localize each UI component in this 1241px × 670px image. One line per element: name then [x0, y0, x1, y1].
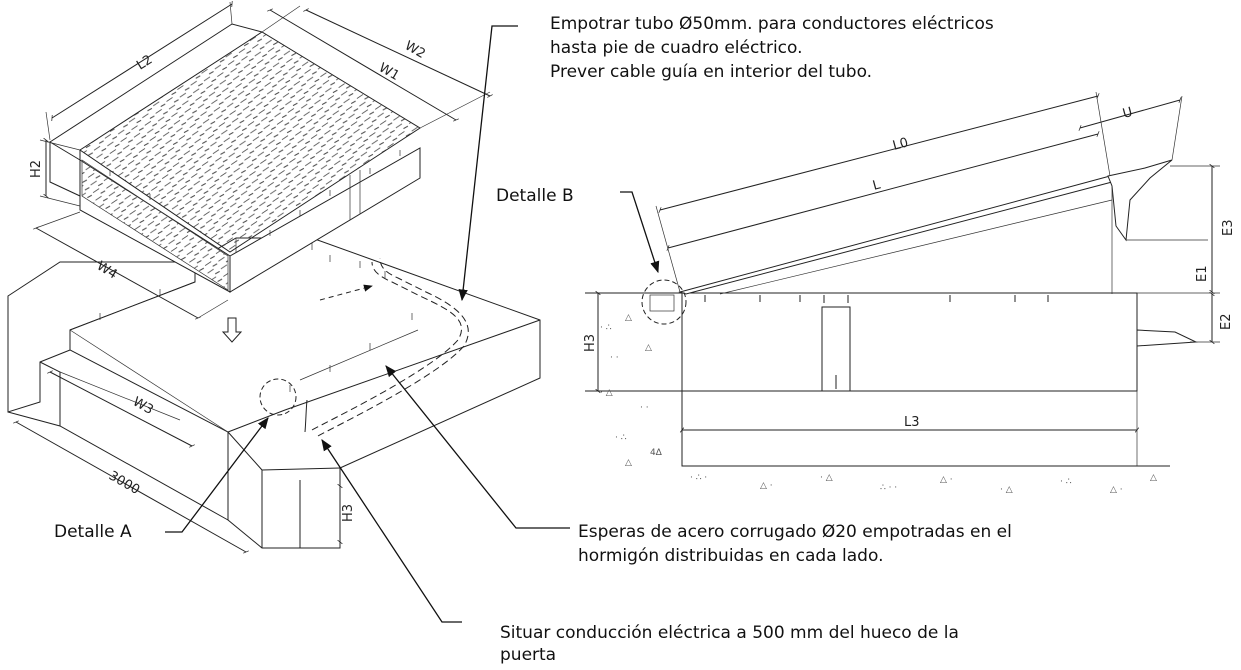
note-detalle-b: Detalle B [496, 186, 574, 206]
deck-section [678, 175, 1113, 295]
svg-text:△: △ [625, 458, 632, 468]
dim-3000: 3000 [106, 468, 142, 498]
section-dimension-labels: L0 L U E3 E1 E2 H3 L3 [583, 105, 1236, 430]
pit-section [681, 292, 1138, 392]
dim-H3-iso: H3 [341, 504, 356, 522]
pit-isometric [7, 237, 541, 549]
dim-W1: W1 [376, 60, 402, 84]
svg-text:· △: · △ [820, 473, 833, 483]
svg-text:· △: · △ [1000, 485, 1013, 495]
svg-text:· ∴: · ∴ [615, 433, 626, 443]
note-detalle-a: Detalle A [54, 522, 132, 542]
dim-E1: E1 [1195, 266, 1210, 283]
svg-text:· ∴: · ∴ [1060, 477, 1071, 487]
note-esperas: Esperas de acero corrugado Ø20 empotrada… [578, 522, 1012, 566]
svg-text:△ ·: △ · [1110, 485, 1123, 495]
svg-text:△: △ [645, 343, 652, 353]
note-conduccion: Situar conducción eléctrica a 500 mm del… [500, 623, 959, 665]
left-dimensions [13, 0, 493, 554]
svg-text:△: △ [625, 313, 632, 323]
svg-text:· ·: · · [610, 353, 619, 363]
dim-H3: H3 [583, 334, 598, 352]
dim-L2: L2 [134, 52, 155, 73]
svg-text:△ ·: △ · [940, 475, 953, 485]
dim-E3: E3 [1221, 220, 1236, 237]
svg-text:· ∴ ·: · ∴ · [690, 473, 707, 483]
dim-W2: W2 [402, 38, 428, 62]
dim-L: L [871, 177, 883, 194]
dim-W3: W3 [130, 394, 156, 418]
svg-text:· ·: · · [640, 403, 649, 413]
svg-text:4∆: 4∆ [650, 448, 663, 458]
dim-U: U [1121, 105, 1134, 122]
section-view: · ∴ △ · · △ · △ · · · ∴ 4∆ △ · ∴ · △ · · △ ∴ · ·… [585, 91, 1220, 495]
svg-text:∴ · ·: ∴ · · [880, 483, 897, 493]
svg-text:· ∴: · ∴ [600, 323, 611, 333]
svg-text:· △: · △ [600, 388, 613, 398]
note-tube: Empotrar tubo Ø50mm. para conductores el… [550, 14, 994, 82]
dim-L3: L3 [904, 415, 920, 430]
dim-L0: L0 [891, 135, 910, 154]
callout-leaders [165, 25, 660, 623]
svg-text:△ ·: △ · [760, 481, 773, 491]
svg-text:△: △ [1150, 473, 1157, 483]
dim-H2: H2 [29, 160, 44, 178]
dim-E2: E2 [1219, 314, 1234, 331]
